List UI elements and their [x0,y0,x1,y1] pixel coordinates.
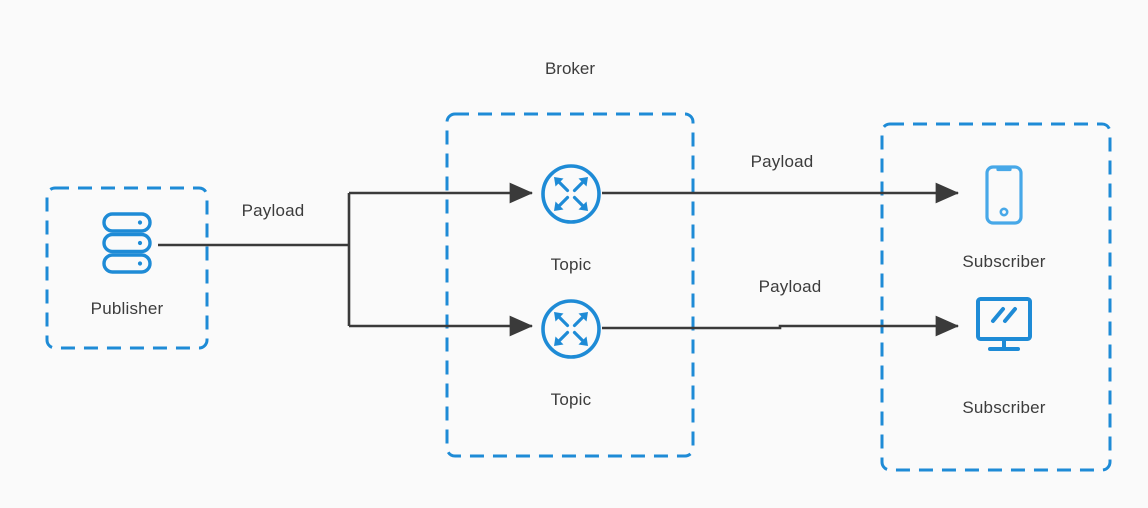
subscriber-1-node-label: Subscriber [962,252,1046,271]
broker-group-title: Broker [544,59,596,78]
topic-distribute-icon [541,164,601,224]
connector-topic2-to-subscriber2 [602,315,960,337]
topic-2-node-label: Topic [550,390,592,409]
broker-group-box [445,112,695,458]
publisher-group-box [45,186,209,350]
topic-distribute-icon [541,299,601,359]
connector-publisher-to-topics [158,182,534,337]
database-stack-icon [102,212,152,274]
topic-1-node-label: Topic [550,255,592,274]
subscriber-2-node-label: Subscriber [962,398,1046,417]
edge-label-payload-publisher: Payload [241,201,305,220]
subscriber-group-box [880,122,1112,472]
edge-label-payload-topic1: Payload [750,152,814,171]
monitor-icon [976,297,1032,351]
publisher-node-label: Publisher [90,299,164,318]
edge-label-payload-topic2: Payload [758,277,822,296]
smartphone-icon [985,165,1023,225]
